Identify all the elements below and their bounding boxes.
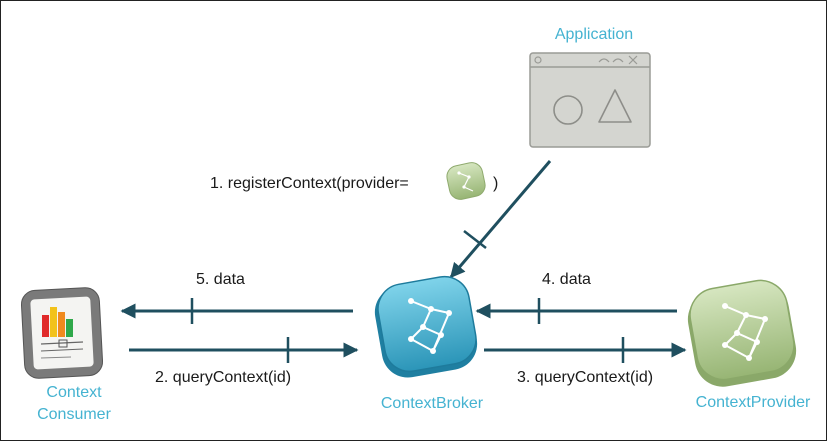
register-message-close: )	[493, 175, 498, 192]
tablet-consumer-icon	[20, 287, 104, 379]
consumer-label-line1: Context	[46, 384, 102, 401]
provider-label: ContextProvider	[696, 394, 811, 411]
broker-label: ContextBroker	[381, 395, 484, 412]
consumer-label-line2: Consumer	[37, 406, 111, 423]
app-window-icon	[529, 52, 651, 148]
context-provider-icon	[687, 279, 797, 387]
data-from-provider-label: 4. data	[542, 271, 591, 288]
query-to-provider-label: 3. queryContext(id)	[517, 369, 653, 386]
register-arrow-tick	[463, 230, 487, 249]
query-from-consumer-label: 2. queryContext(id)	[155, 369, 291, 386]
data-to-consumer-label: 5. data	[196, 271, 245, 288]
register-message-label: 1. registerContext(provider=	[210, 175, 409, 192]
context-broker-icon	[374, 275, 478, 378]
provider-mini-icon	[446, 162, 486, 200]
register-arrow	[449, 160, 552, 279]
application-label: Application	[555, 26, 633, 43]
